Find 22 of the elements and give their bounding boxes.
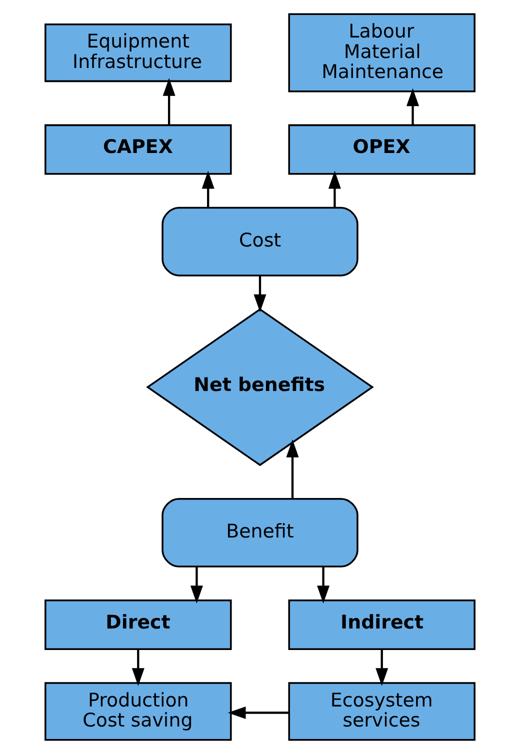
arrow <box>201 170 214 208</box>
arrow <box>406 88 419 126</box>
node-box: Benefit <box>161 498 358 568</box>
arrow <box>162 78 175 126</box>
arrow <box>286 439 298 499</box>
arrow <box>316 566 330 604</box>
arrow <box>190 566 202 604</box>
node-box: Equipment Infrastructure <box>44 23 232 82</box>
node-box: Labour Material Maintenance <box>288 13 475 92</box>
arrow <box>375 649 388 686</box>
node-box: Indirect <box>288 600 475 650</box>
node-box: OPEX <box>288 124 475 175</box>
node-diamond: Net benefits <box>146 308 374 466</box>
arrow <box>253 276 266 312</box>
node-box: CAPEX <box>44 124 232 175</box>
node-box: Cost <box>161 206 358 276</box>
node-box: Ecosystem services <box>288 682 475 741</box>
node-box: Direct <box>44 600 232 650</box>
arrow <box>227 706 289 720</box>
arrow <box>328 170 340 208</box>
node-box: Production Cost saving <box>44 682 232 741</box>
arrow <box>131 649 144 686</box>
